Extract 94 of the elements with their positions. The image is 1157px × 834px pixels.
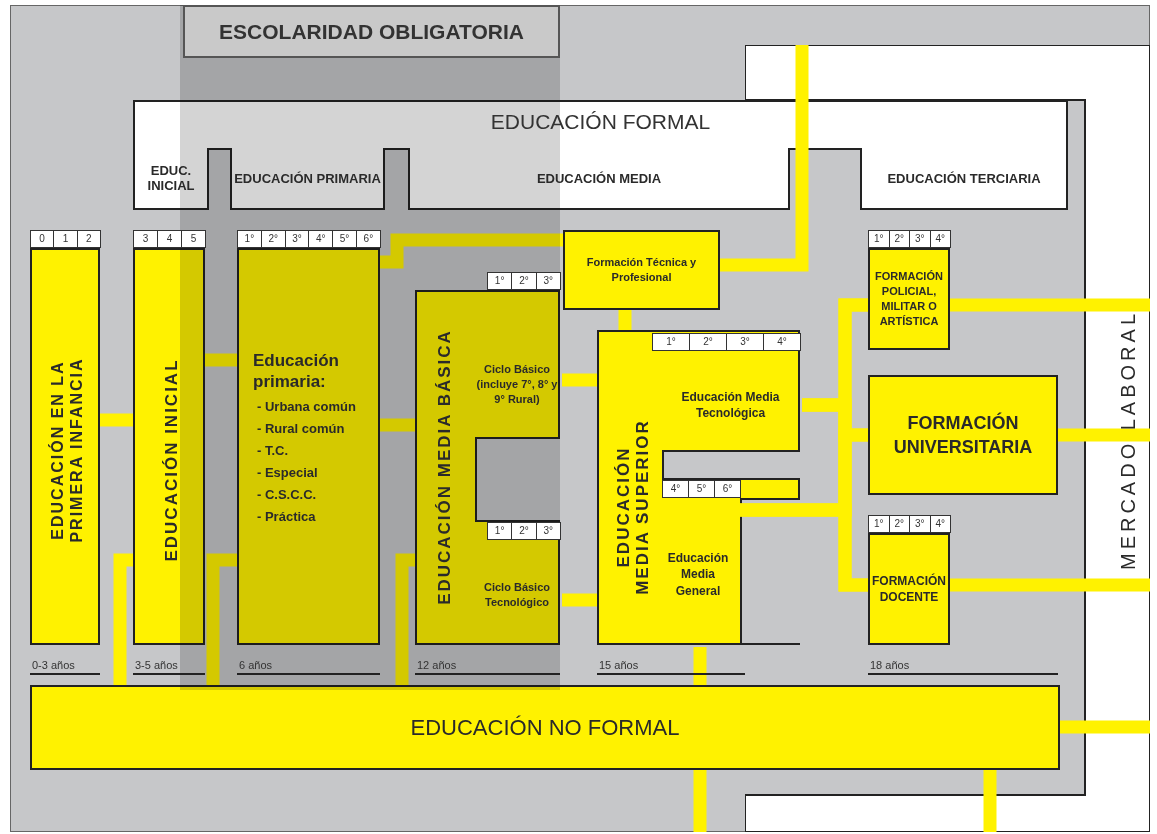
node-label: Educación Media General	[666, 550, 730, 599]
grade-number: 0	[30, 230, 55, 248]
connector-channel	[1060, 720, 1150, 734]
grade-number: 3°	[726, 333, 764, 351]
grade-number: 4°	[763, 333, 801, 351]
level-block	[30, 248, 100, 645]
level-block	[868, 533, 950, 645]
level-block	[133, 248, 205, 645]
grade-number: 1°	[868, 515, 890, 533]
node-label: EDUCACIÓN INICIAL	[161, 357, 181, 564]
node-label: EDUC. INICIAL	[146, 163, 196, 193]
block-title: Educación primaria:	[253, 350, 340, 392]
list-item: - Especial	[256, 464, 319, 482]
node-label: EDUCACIÓN FORMAL	[489, 109, 712, 134]
grade-number: 3°	[535, 272, 561, 290]
connector-channel	[950, 578, 1150, 592]
level-block	[30, 685, 1060, 770]
node-label: EDUCACIÓN MEDIA	[536, 170, 662, 186]
connector-channel	[206, 553, 237, 685]
grade-number: 2°	[689, 333, 727, 351]
connector-channel	[380, 418, 415, 432]
connector-channel	[950, 298, 1150, 312]
connector-channel	[983, 770, 997, 832]
grade-number: 6°	[356, 230, 381, 248]
age-label: 18 años	[868, 655, 1058, 675]
node-label: EDUCACIÓN NO FORMAL	[410, 713, 680, 742]
list-item: - Urbana común	[256, 398, 357, 416]
grade-number: 2	[76, 230, 101, 248]
grade-number: 4	[157, 230, 182, 248]
grade-number: 4°	[308, 230, 334, 248]
node-label: ESCOLARIDAD OBLIGATORIA	[219, 19, 524, 44]
node-label: Ciclo Básico (incluye 7°, 8° y 9° Rural)	[475, 362, 559, 407]
connector-channel	[737, 503, 868, 592]
connector-channel	[395, 553, 415, 685]
grade-number: 3°	[535, 522, 561, 540]
grade-number: 1°	[237, 230, 262, 248]
connector-channel	[100, 413, 133, 427]
grade-number: 3°	[909, 230, 931, 248]
grade-number: 1°	[487, 272, 513, 290]
node-label: Ciclo Básico Tecnológico	[483, 580, 551, 610]
level-block	[868, 375, 1058, 495]
list-item: - Práctica	[256, 508, 317, 526]
section-heading-box	[183, 5, 560, 58]
node-label: EDUCACIÓN MEDIA BÁSICA	[434, 328, 454, 607]
list-item: - Rural común	[256, 420, 346, 438]
age-label: 6 años	[237, 655, 380, 675]
list-item: - C.S.C.C.	[256, 486, 318, 504]
grade-number: 4°	[929, 230, 951, 248]
node-label: Educación Media Tecnológica	[680, 388, 781, 422]
grade-number: 5	[181, 230, 206, 248]
connector-channel	[205, 353, 237, 367]
grade-number: 5°	[688, 480, 715, 498]
node-label: MERCADO LABORAL	[1118, 308, 1138, 573]
grade-number: 1°	[652, 333, 690, 351]
level-block	[237, 248, 380, 645]
grade-number: 2°	[511, 272, 537, 290]
grade-number: 4°	[929, 515, 951, 533]
age-label: 3-5 años	[133, 655, 205, 675]
grade-number: 6°	[714, 480, 741, 498]
grade-number: 2°	[888, 230, 910, 248]
node-label: FORMACIÓN UNIVERSITARIA	[892, 411, 1034, 459]
grade-number: 2°	[260, 230, 286, 248]
connector-channel	[693, 647, 707, 685]
connector-channel	[720, 45, 809, 272]
header-band	[133, 100, 1068, 210]
grade-number: 4°	[662, 480, 689, 498]
connector-channel	[562, 593, 597, 607]
list-item: - T.C.	[256, 442, 290, 460]
connector-channel	[618, 310, 632, 330]
connector-channel	[113, 553, 133, 685]
grade-number: 1°	[487, 522, 513, 540]
grade-number: 1°	[868, 230, 890, 248]
node-label: EDUCACIÓN MEDIA SUPERIOR	[614, 418, 652, 597]
node-label: EDUCACIÓN EN LA PRIMERA INFANCIA	[48, 356, 86, 545]
node-label: Formación Técnica y Profesional	[585, 255, 698, 285]
node-label: FORMACIÓN POLICIAL, MILITAR O ARTÍSTICA	[874, 269, 944, 329]
connector-channel	[693, 770, 707, 832]
connector-channel	[380, 233, 563, 269]
connector-channel	[1058, 428, 1150, 442]
age-label: 12 años	[415, 655, 560, 675]
level-block	[563, 230, 720, 310]
age-label: 0-3 años	[30, 655, 100, 675]
node-label: EDUCACIÓN TERCIARIA	[887, 170, 1041, 186]
grade-number: 3°	[909, 515, 931, 533]
node-label: EDUCACIÓN PRIMARIA	[234, 170, 381, 186]
connector-channel	[562, 373, 597, 387]
grade-number: 2°	[511, 522, 537, 540]
level-block	[868, 248, 950, 350]
grade-number: 5°	[332, 230, 357, 248]
node-label: FORMACIÓN DOCENTE	[871, 572, 947, 606]
grade-number: 2°	[888, 515, 910, 533]
age-label: 15 años	[597, 655, 745, 675]
grade-number: 3	[133, 230, 158, 248]
grade-number: 1	[53, 230, 78, 248]
